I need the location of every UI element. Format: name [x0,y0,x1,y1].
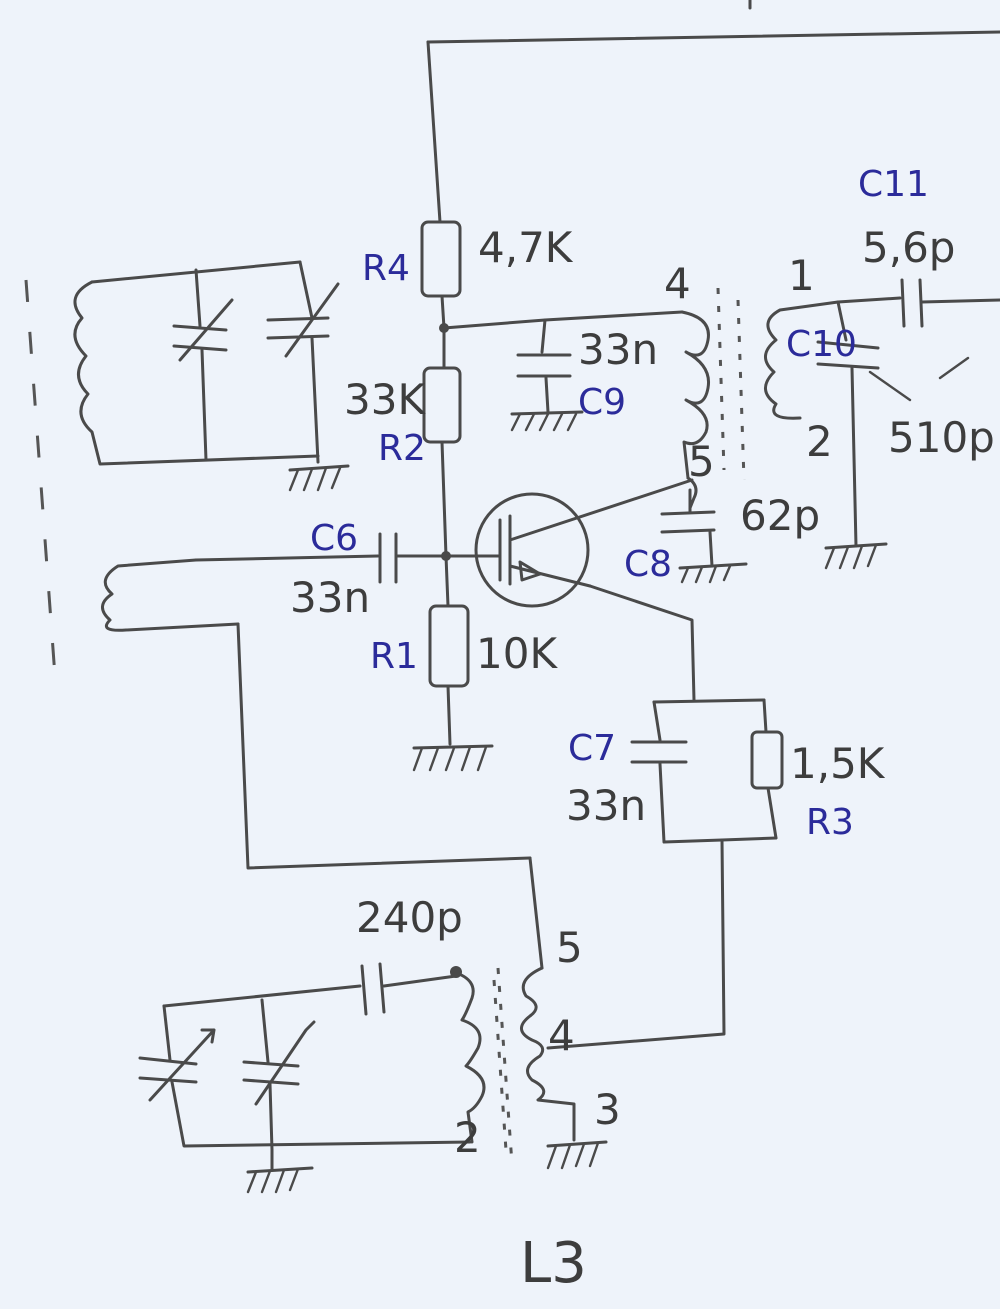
label-l3-pin-3: 3 [594,1085,621,1134]
label-c10-value: 510p [888,413,995,462]
ground-c8 [678,562,748,584]
label-r3-value: 1,5K [790,739,886,788]
label-c11-value: 5,6p [862,223,955,272]
inductor-l2-secondary [101,558,532,870]
ground-c9 [510,410,584,432]
ground-l3-pin3 [546,1140,608,1170]
ground-bottom-left [246,1166,314,1194]
tank-top-left [73,260,340,466]
capacitor-240p [162,962,458,1016]
label-r4-ref: R4 [362,248,410,289]
label-c11-ref: C11 [858,164,929,205]
tuning-capacitors-bottom [138,998,472,1172]
capacitor-c10 [816,340,880,548]
resistor-r2 [422,326,462,558]
label-c6-ref: C6 [310,518,358,559]
label-l4-pin-4: 4 [664,259,691,308]
label-c9-value: 33n [578,325,658,374]
label-r2-value: 33K [344,375,426,424]
c10-leader-stroke [868,356,970,402]
label-l3-pin-2: 2 [454,1113,481,1162]
label-l4-pin-2: 2 [806,417,833,466]
label-c6-value: 33n [290,573,370,622]
label-r4-value: 4,7K [478,223,574,272]
l4-core [716,287,746,481]
emitter-network [546,584,784,1050]
capacitor-c6 [194,532,448,584]
label-r3-ref: R3 [806,802,854,843]
label-c9-ref: C9 [578,382,626,423]
label-c8-ref: C8 [624,544,672,585]
resistor-r1 [428,554,470,746]
label-r1-value: 10K [476,629,558,678]
label-c7-ref: C7 [568,728,616,769]
label-l3-pin-5: 5 [556,923,583,972]
label-240p-value: 240p [356,893,463,942]
resistor-r4 [420,220,462,330]
label-l4-pin-1: 1 [788,251,815,300]
label-c8-value: 62p [740,491,820,540]
screen-boundary-line [24,279,58,691]
ground-c10 [824,542,888,570]
label-r1-ref: R1 [370,636,418,677]
ground-top-left [288,464,350,492]
label-c10-ref: C10 [786,324,857,365]
label-r2-ref: R2 [378,428,426,469]
transistor-q1 [444,478,694,608]
label-c7-value: 33n [566,781,646,830]
capacitor-c11 [836,278,1000,328]
capacitor-c8 [660,488,716,568]
inductor-l4-secondary [764,300,848,420]
ground-r1 [412,744,494,772]
capacitor-c9 [442,310,684,414]
label-l4-pin-5: 5 [688,437,715,486]
label-l3-pin-4: 4 [548,1011,575,1060]
transformer-l3 [452,856,576,1165]
label-l3-name: L3 [520,1231,587,1296]
supply-rail [426,0,1000,224]
